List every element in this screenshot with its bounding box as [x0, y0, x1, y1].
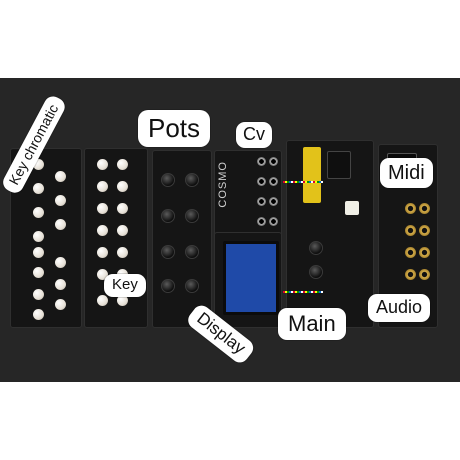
- cv-board: COSMO: [214, 150, 282, 242]
- key-button: [33, 267, 44, 278]
- key-button: [55, 219, 66, 230]
- ribbon-cable: [283, 291, 323, 293]
- microcontroller: [303, 147, 321, 203]
- potentiometer-knob: [161, 245, 175, 259]
- cv-jack: [269, 177, 278, 186]
- key-button: [117, 225, 128, 236]
- cv-jack: [269, 217, 278, 226]
- chip: [345, 201, 359, 215]
- cv-jack: [257, 217, 266, 226]
- key-button: [33, 207, 44, 218]
- label-pots: Pots: [138, 110, 211, 147]
- key-button: [55, 171, 66, 182]
- key-button: [117, 181, 128, 192]
- label-main: Main: [278, 308, 346, 341]
- key-button: [117, 159, 128, 170]
- connector-block: [327, 151, 351, 179]
- key-button: [33, 309, 44, 320]
- key-button: [33, 183, 44, 194]
- key-button: [33, 289, 44, 300]
- hardware-photo: COSMO Key chromatic Key Pots C: [0, 78, 460, 382]
- label-audio: Audio: [368, 294, 431, 322]
- key-button: [117, 247, 128, 258]
- key-button: [55, 195, 66, 206]
- cv-jack: [257, 177, 266, 186]
- key-button: [117, 203, 128, 214]
- audio-jack: [405, 269, 416, 280]
- key-button: [55, 257, 66, 268]
- label-cv: Cv: [236, 122, 272, 148]
- key-button: [33, 247, 44, 258]
- display-screen: [223, 241, 279, 315]
- audio-jack: [405, 225, 416, 236]
- cv-jack: [269, 197, 278, 206]
- key-button: [117, 295, 128, 306]
- key-button: [97, 225, 108, 236]
- potentiometer-knob: [185, 209, 199, 223]
- audio-jack: [405, 247, 416, 258]
- cv-jack: [269, 157, 278, 166]
- potentiometer-knob: [185, 173, 199, 187]
- key-button: [97, 247, 108, 258]
- key-button: [55, 299, 66, 310]
- key-button: [97, 181, 108, 192]
- main-board: [283, 140, 374, 328]
- display-board: [214, 232, 282, 328]
- cv-jack: [257, 197, 266, 206]
- potentiometer-knob: [185, 279, 199, 293]
- potentiometer-knob: [185, 245, 199, 259]
- trimmer-knob: [309, 265, 323, 279]
- key-button: [33, 231, 44, 242]
- key-board: [84, 148, 148, 328]
- label-midi: Midi: [380, 158, 433, 188]
- key-button: [97, 269, 108, 280]
- label-key: Key: [104, 274, 146, 297]
- trimmer-knob: [309, 241, 323, 255]
- potentiometer-knob: [161, 279, 175, 293]
- key-button: [97, 295, 108, 306]
- key-button: [97, 159, 108, 170]
- brand-text: COSMO: [217, 161, 229, 208]
- audio-jack: [419, 247, 430, 258]
- audio-jack: [419, 203, 430, 214]
- audio-jack: [419, 225, 430, 236]
- key-button: [55, 279, 66, 290]
- potentiometer-knob: [161, 173, 175, 187]
- potentiometer-knob: [161, 209, 175, 223]
- key-button: [97, 203, 108, 214]
- cv-jack: [257, 157, 266, 166]
- audio-jack: [419, 269, 430, 280]
- key-button: [33, 159, 44, 170]
- pots-board: [152, 150, 212, 328]
- ribbon-cable: [283, 181, 323, 183]
- audio-jack: [405, 203, 416, 214]
